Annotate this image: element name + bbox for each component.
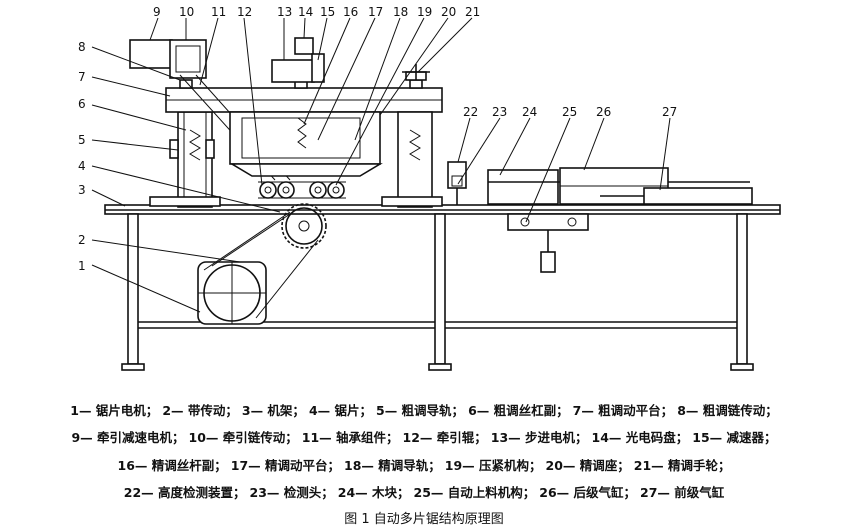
- label-7: 7: [78, 70, 86, 84]
- legend-item: 12— 牵引辊；: [402, 430, 487, 445]
- legend-line-1: 1— 锯片电机；2— 带传动；3— 机架；4— 锯片； 5— 粗调导轨；6— 粗调…: [0, 400, 848, 419]
- label-2: 2: [78, 233, 86, 247]
- label-24: 24: [522, 105, 537, 119]
- label-9: 9: [153, 5, 161, 19]
- coarse-adjust-right: [381, 64, 443, 208]
- label-14: 14: [298, 5, 313, 19]
- label-13: 13: [277, 5, 292, 19]
- traction-motor: [129, 39, 291, 181]
- legend-item: 16— 精调丝杆副；: [117, 458, 227, 473]
- figure-caption: 图 1 自动多片锯结构原理图: [344, 512, 504, 527]
- legend-item: 19— 压紧机构；: [444, 458, 542, 473]
- coarse-adjust-platform: [165, 79, 443, 113]
- label-16: 16: [343, 5, 358, 19]
- label-4: 4: [78, 159, 86, 173]
- part-labels: 1 2 3 4 5 6 7 8 9 10 11 12 13 14 15 16 1…: [78, 5, 677, 273]
- legend-line-3: 16— 精调丝杆副；17— 精调动平台； 18— 精调导轨；19— 压紧机构；20…: [0, 455, 848, 474]
- label-3: 3: [78, 183, 86, 197]
- machine-diagram: 1 2 3 4 5 6 7 8 9 10 11 12 13 14 15 16 1…: [78, 5, 781, 371]
- legend-item: 24— 木块；: [337, 485, 410, 500]
- traction-rollers: [258, 181, 346, 199]
- legend-item: 18— 精调导轨；: [344, 458, 441, 473]
- belt-drive: [203, 209, 319, 319]
- height-detector: [447, 161, 467, 205]
- saw-motor: [197, 261, 267, 325]
- label-27: 27: [662, 105, 677, 119]
- machine-frame: [104, 204, 781, 371]
- legend-item: 10— 牵引链传动；: [188, 430, 298, 445]
- label-25: 25: [562, 105, 577, 119]
- legend-item: 1— 锯片电机；: [70, 403, 159, 418]
- legend-item: 27— 前级气缸: [640, 485, 725, 500]
- label-17: 17: [368, 5, 383, 19]
- label-21: 21: [465, 5, 480, 19]
- label-10: 10: [179, 5, 194, 19]
- legend-item: 8— 粗调链传动；: [677, 403, 778, 418]
- legend-item: 25— 自动上料机构；: [413, 485, 536, 500]
- label-11: 11: [211, 5, 226, 19]
- leader-lines: [91, 17, 671, 313]
- label-20: 20: [441, 5, 456, 19]
- label-1: 1: [78, 259, 86, 273]
- legend-item: 11— 轴承组件；: [301, 430, 399, 445]
- legend-item: 9— 牵引减速电机；: [71, 430, 185, 445]
- label-8: 8: [78, 40, 86, 54]
- label-26: 26: [596, 105, 611, 119]
- legend-line-4: 22— 高度检测装置；23— 检测头；24— 木块；25— 自动上料机构；26—…: [0, 482, 848, 501]
- legend-item: 7— 粗调动平台；: [572, 403, 674, 418]
- legend-item: 23— 检测头；: [249, 485, 334, 500]
- legend-item: 3— 机架；: [241, 403, 305, 418]
- label-19: 19: [417, 5, 432, 19]
- label-6: 6: [78, 97, 86, 111]
- label-15: 15: [320, 5, 335, 19]
- label-12: 12: [237, 5, 252, 19]
- front-cylinder: [600, 187, 753, 205]
- legend-item: 6— 粗调丝杠副；: [468, 403, 569, 418]
- legend-item: 4— 锯片；: [308, 403, 372, 418]
- label-22: 22: [463, 105, 478, 119]
- label-18: 18: [393, 5, 408, 19]
- legend-item: 17— 精调动平台；: [230, 458, 340, 473]
- legend-item: 5— 粗调导轨；: [376, 403, 465, 418]
- saw-blade: [281, 203, 327, 249]
- legend-item: 20— 精调座；: [545, 458, 630, 473]
- legend-item: 14— 光电码盘；: [591, 430, 689, 445]
- legend-item: 26— 后级气缸；: [539, 485, 636, 500]
- label-5: 5: [78, 133, 86, 147]
- legend-item: 21— 精调手轮；: [633, 458, 731, 473]
- legend-item: 15— 减速器；: [692, 430, 777, 445]
- label-23: 23: [492, 105, 507, 119]
- coarse-adjust-left: [149, 111, 221, 208]
- legend-item: 2— 带传动；: [162, 403, 238, 418]
- legend-item: 22— 高度检测装置；: [123, 485, 246, 500]
- stepper-motor: [271, 37, 325, 83]
- legend-line-2: 9— 牵引减速电机；10— 牵引链传动；11— 轴承组件；12— 牵引辊；13—…: [0, 427, 848, 446]
- legend-item: 13— 步进电机；: [490, 430, 588, 445]
